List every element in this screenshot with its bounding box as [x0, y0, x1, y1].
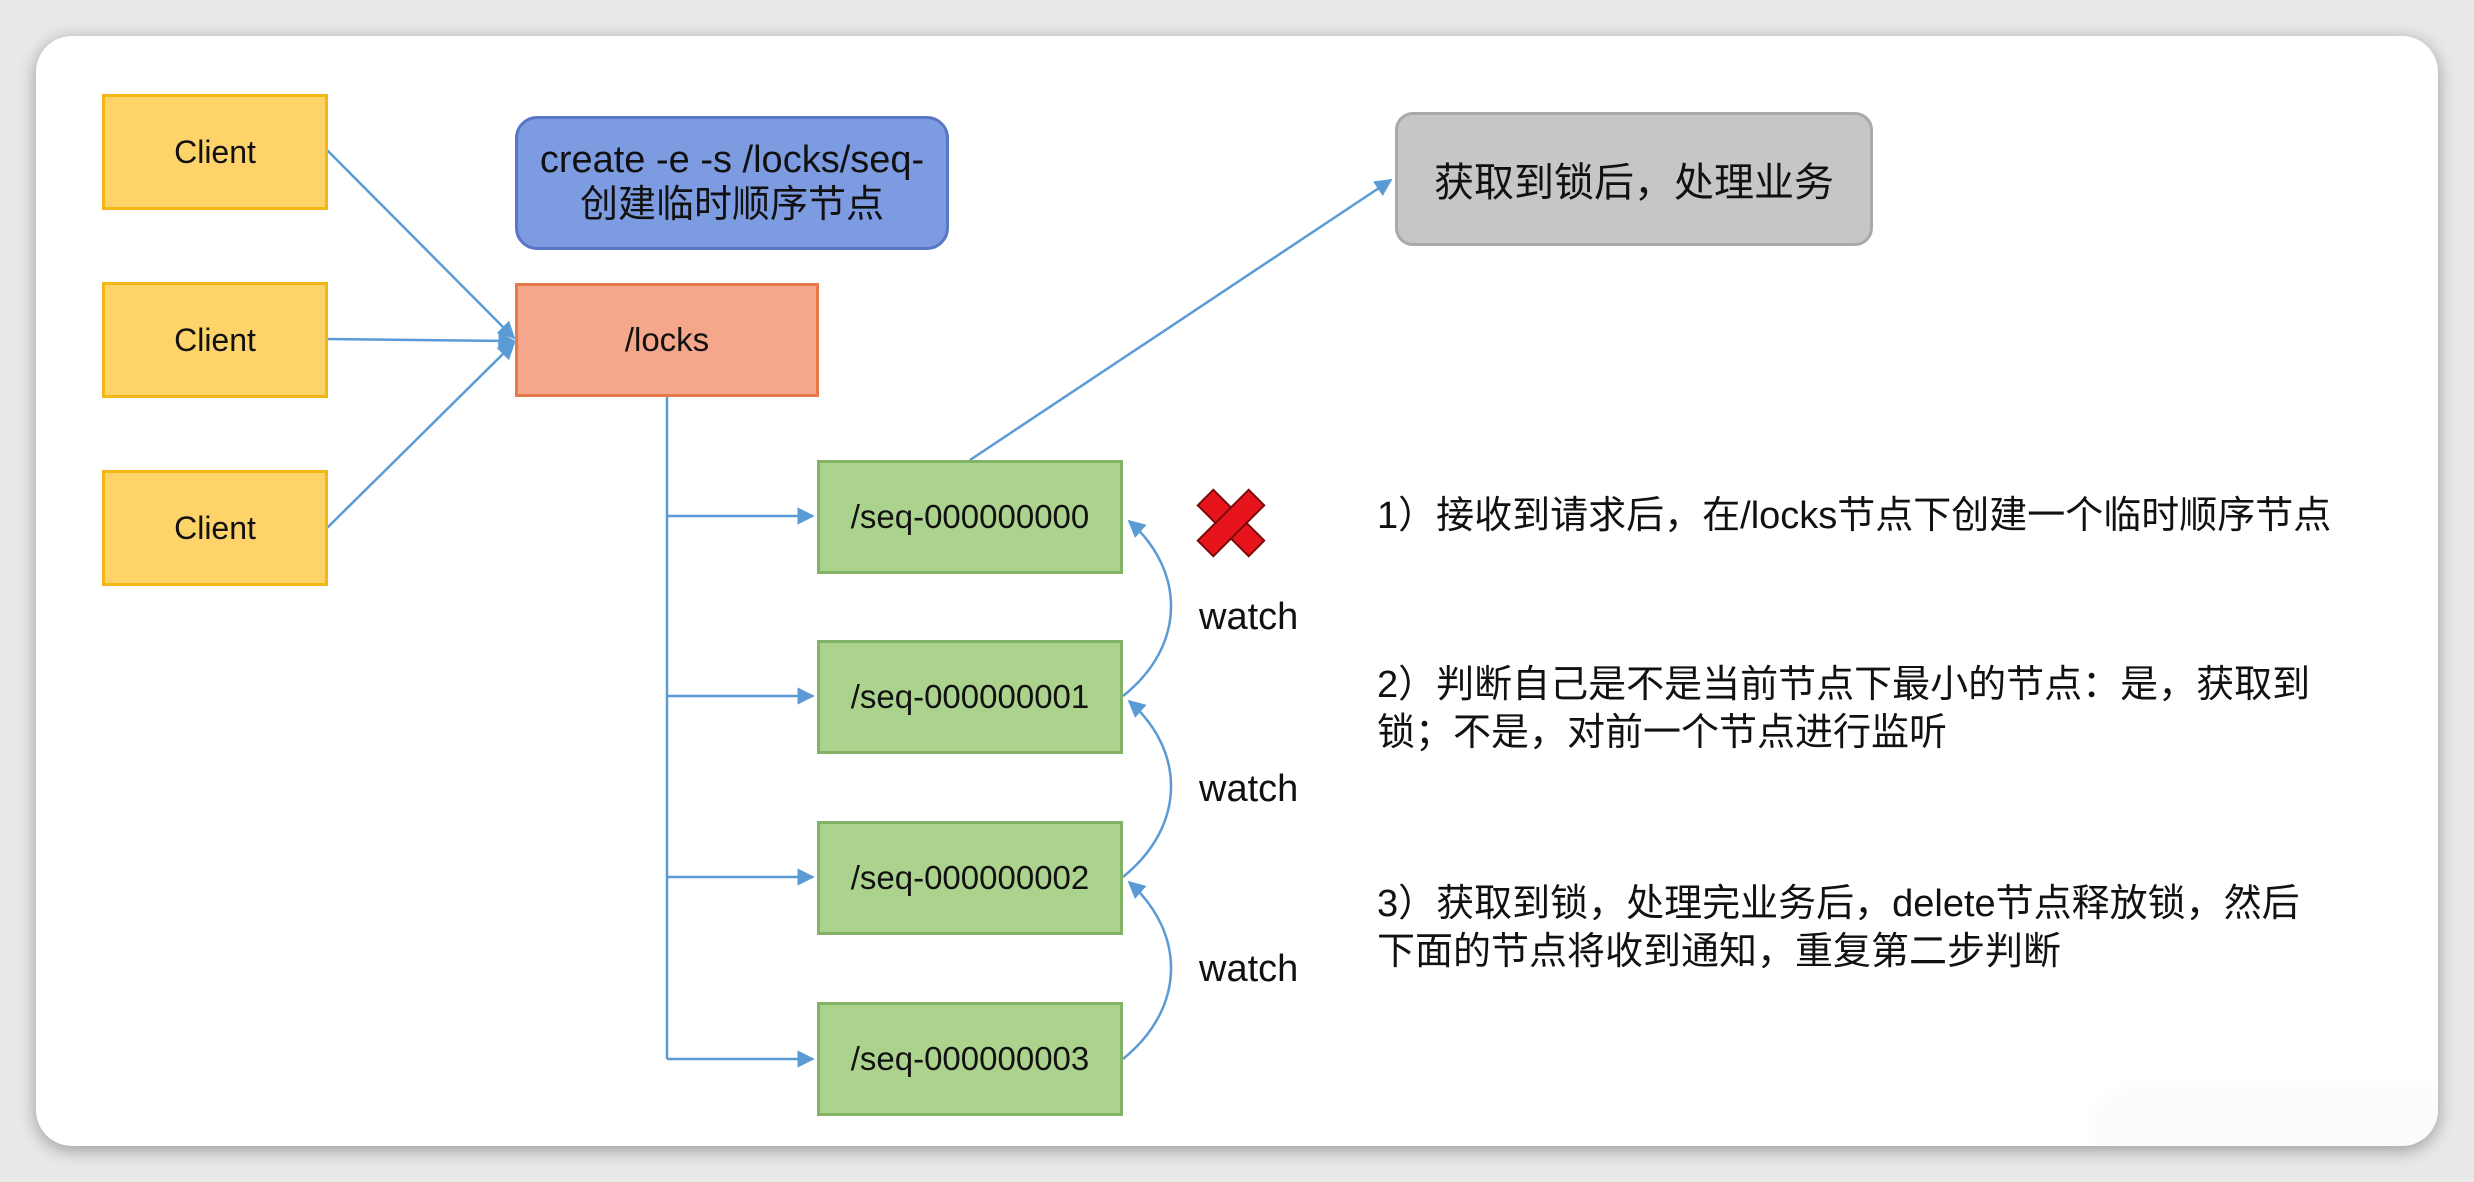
- watch-label: watch: [1199, 948, 1299, 990]
- blurred-watermark-area: [2094, 1088, 2438, 1146]
- seq-node: /seq-000000001: [817, 640, 1123, 754]
- step-3-text: 3）获取到锁，处理完业务后，delete节点释放锁，然后 下面的节点将收到通知，…: [1377, 881, 2300, 977]
- watch-curve-1-to-0: [1122, 519, 1173, 697]
- client-1-to-locks-arrow: [326, 149, 516, 340]
- seq-node: /seq-000000000: [817, 460, 1123, 574]
- step-2-line-1: 2）判断自己是不是当前节点下最小的节点：是，获取到: [1377, 664, 2311, 706]
- client-node: Client: [102, 94, 328, 210]
- seq-node: /seq-000000003: [817, 1002, 1123, 1116]
- connector-layer: [326, 149, 1393, 1068]
- step-3-line-2: 下面的节点将收到通知，重复第二步判断: [1377, 930, 2062, 973]
- client-3-to-locks-arrow: [326, 341, 516, 529]
- step-2-text: 2）判断自己是不是当前节点下最小的节点：是，获取到 锁；不是，对前一个节点进行监…: [1377, 662, 2310, 758]
- client-2-to-locks-arrow: [326, 332, 516, 350]
- step-1-text: 1）接收到请求后，在/locks节点下创建一个临时顺序节点: [1377, 495, 2332, 537]
- seq-0-to-result-arrow: [969, 178, 1393, 462]
- step-3-line-1: 3）获取到锁，处理完业务后，delete节点释放锁，然后: [1377, 883, 2300, 925]
- client-node: Client: [102, 470, 328, 586]
- diagram-canvas: Client Client Client create -e -s /locks…: [36, 36, 2438, 1146]
- create-command-description: 创建临时顺序节点: [579, 184, 884, 226]
- watch-label: watch: [1199, 596, 1299, 638]
- watch-label: watch: [1199, 768, 1299, 810]
- watch-curve-3-to-2: [1122, 880, 1173, 1060]
- seq-node: /seq-000000002: [817, 821, 1123, 935]
- watch-curve-2-to-1: [1122, 699, 1173, 878]
- client-node: Client: [102, 282, 328, 398]
- locks-node: /locks: [515, 283, 819, 397]
- result-box: 获取到锁后，处理业务: [1395, 112, 1873, 246]
- step-2-line-2: 锁；不是，对前一个节点进行监听: [1377, 711, 1948, 754]
- create-command-line: create -e -s /locks/seq-: [539, 139, 925, 182]
- create-command-box: create -e -s /locks/seq- 创建临时顺序节点: [515, 116, 949, 250]
- cross-mark-icon: [1196, 488, 1266, 558]
